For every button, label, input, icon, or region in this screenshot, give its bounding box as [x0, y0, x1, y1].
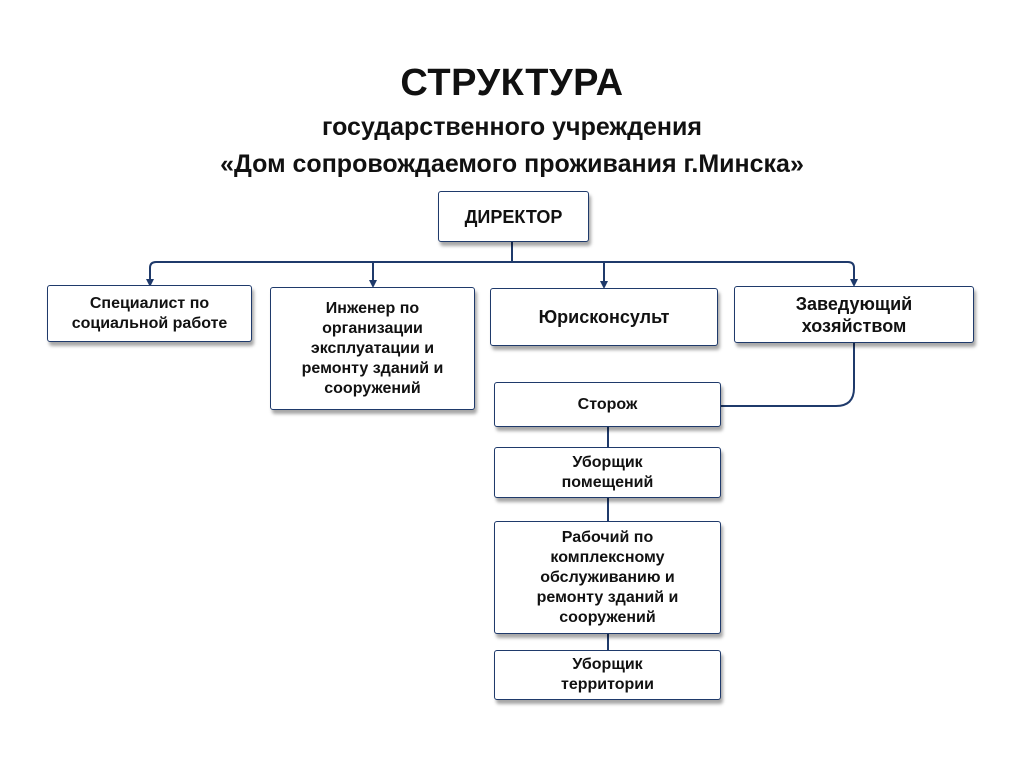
chart-title: СТРУКТУРА: [400, 62, 624, 104]
yard-cleaner-box: Уборщик территории: [494, 650, 721, 700]
manager-to-watchman-line: [721, 343, 855, 407]
engineer-box: Инженер по организации эксплуатации и ре…: [270, 287, 475, 410]
social-specialist-box: Специалист по социальной работе: [47, 285, 252, 342]
director-box: ДИРЕКТОР: [438, 191, 589, 242]
facility-manager-box: Заведующий хозяйством: [734, 286, 974, 343]
legal-counsel-box: Юрисконсульт: [490, 288, 718, 346]
watchman-box: Сторож: [494, 382, 721, 427]
top-bus-line: [149, 261, 855, 282]
room-cleaner-box: Уборщик помещений: [494, 447, 721, 498]
chart-subtitle-line1: государственного учреждения: [322, 113, 702, 141]
maintenance-worker-box: Рабочий по комплексному обслуживанию и р…: [494, 521, 721, 634]
chart-subtitle-line2: «Дом сопровождаемого проживания г.Минска…: [220, 150, 804, 178]
